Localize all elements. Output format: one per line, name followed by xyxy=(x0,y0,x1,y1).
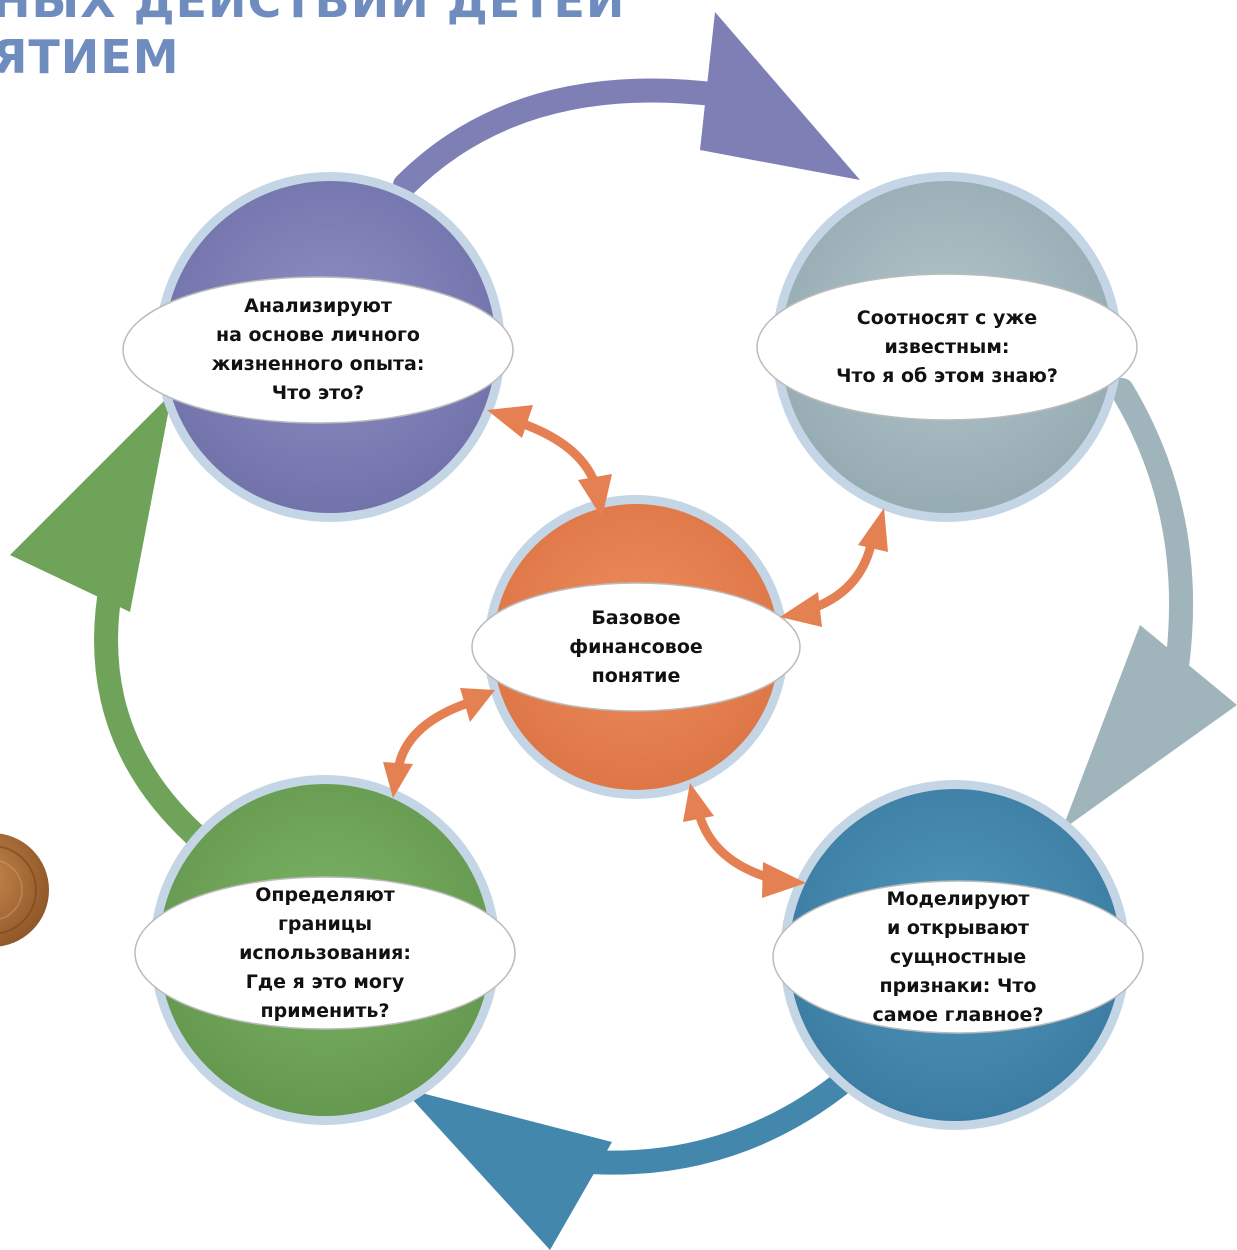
title-line-1: НЫХ ДЕЙСТВИЙ ДЕТЕЙ xyxy=(0,0,626,28)
copper-coin-icon xyxy=(0,833,49,947)
node-relate-line-1: Соотносят с уже xyxy=(856,306,1038,329)
node-define-line-2: границы xyxy=(277,912,373,935)
node-model-line-5: самое главное? xyxy=(872,1003,1044,1026)
node-relate-label: Соотносят с уже известным: Что я об этом… xyxy=(757,274,1137,420)
node-model-line-2: и открывают xyxy=(886,916,1029,939)
node-define-label: Определяют границы использования: Где я … xyxy=(135,877,515,1029)
node-analyze-line-4: Что это? xyxy=(271,382,365,404)
node-analyze-line-2: на основе личного xyxy=(215,324,420,346)
node-relate-line-3: Что я об этом знаю? xyxy=(836,364,1058,387)
node-analyze-line-3: жизненного опыта: xyxy=(211,353,425,375)
center-label: Базовое финансовое понятие xyxy=(472,583,800,711)
node-define-line-3: использования: xyxy=(239,941,411,964)
center-line-2: финансовое xyxy=(569,635,703,658)
node-define-line-5: применить? xyxy=(260,999,390,1022)
center-ellipse xyxy=(471,582,801,712)
node-model-ellipse xyxy=(772,880,1144,1034)
node-define-line-1: Определяют xyxy=(255,883,395,906)
node-model-line-1: Моделируют xyxy=(886,887,1030,910)
node-model-line-3: сущностные xyxy=(889,945,1027,968)
connector-arrow-relate xyxy=(780,508,888,627)
center-line-3: понятие xyxy=(591,664,681,687)
cycle-arrow-gray xyxy=(1062,378,1237,830)
title-line-2: ЯТИЕМ xyxy=(0,30,180,84)
center-line-1: Базовое xyxy=(591,606,681,629)
cycle-arrow-blue xyxy=(402,1066,860,1250)
node-model-label: Моделируют и открывают сущностные призна… xyxy=(773,881,1143,1033)
node-relate-ellipse xyxy=(756,273,1138,421)
connector-arrow-define xyxy=(383,688,495,798)
cycle-arrow-green xyxy=(10,393,207,847)
node-define-ellipse xyxy=(134,876,516,1030)
connector-arrow-model xyxy=(683,783,806,898)
cycle-arrow-purple xyxy=(393,12,860,197)
node-define-line-4: Где я это могу xyxy=(245,970,405,993)
node-model-line-4: признаки: Что xyxy=(879,974,1037,997)
connector-arrow-analyze xyxy=(487,405,612,518)
node-analyze-ellipse xyxy=(122,276,514,424)
node-relate-line-2: известным: xyxy=(884,335,1010,358)
node-analyze-line-1: Анализируют xyxy=(244,295,392,317)
node-analyze-label: Анализируют на основе личного жизненного… xyxy=(123,277,513,423)
